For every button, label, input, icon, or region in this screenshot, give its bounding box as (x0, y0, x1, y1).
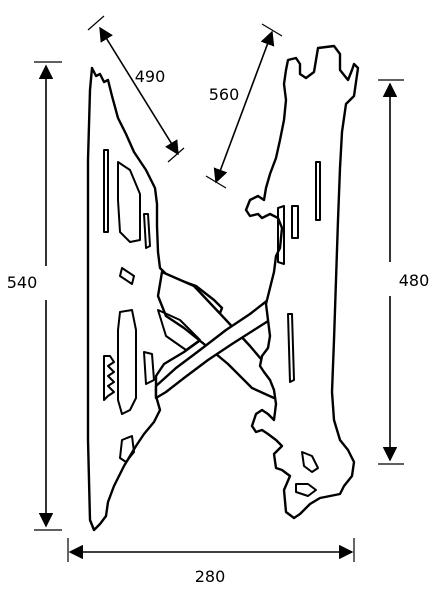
dim-width-bottom-label: 280 (195, 567, 226, 586)
slot-left-mid-small (119, 267, 135, 285)
dim-height-right: 480 (378, 79, 430, 465)
slot-right-lower-b (295, 483, 317, 497)
dim-height-left-label: 540 (7, 273, 38, 292)
dim-width-bottom: 280 (67, 538, 355, 586)
dim-diagonal-right: 560 (205, 23, 283, 189)
slot-right-mid (287, 313, 295, 383)
slot-right-upper-a (315, 161, 321, 221)
slot-x-inner (157, 309, 201, 351)
slot-left-upper-c (143, 213, 151, 249)
slot-left-upper-b (117, 161, 141, 243)
dim-height-right-label: 480 (399, 271, 430, 290)
slot-left-mid-tall (117, 309, 137, 415)
slot-right-lower-a (301, 451, 319, 473)
dim-height-left: 540 (7, 61, 62, 531)
bracket-cutouts (103, 149, 321, 497)
slot-left-lower (119, 435, 135, 463)
dim-diagonal-left-label: 490 (135, 67, 166, 86)
dim-diagonal-right-label: 560 (209, 85, 240, 104)
slot-left-window (143, 351, 155, 385)
right-rail (244, 44, 360, 520)
slot-left-serrated (103, 355, 115, 401)
slot-right-upper-b (277, 205, 285, 265)
slot-right-upper-c (291, 205, 299, 239)
dim-diagonal-left: 490 (87, 15, 185, 163)
